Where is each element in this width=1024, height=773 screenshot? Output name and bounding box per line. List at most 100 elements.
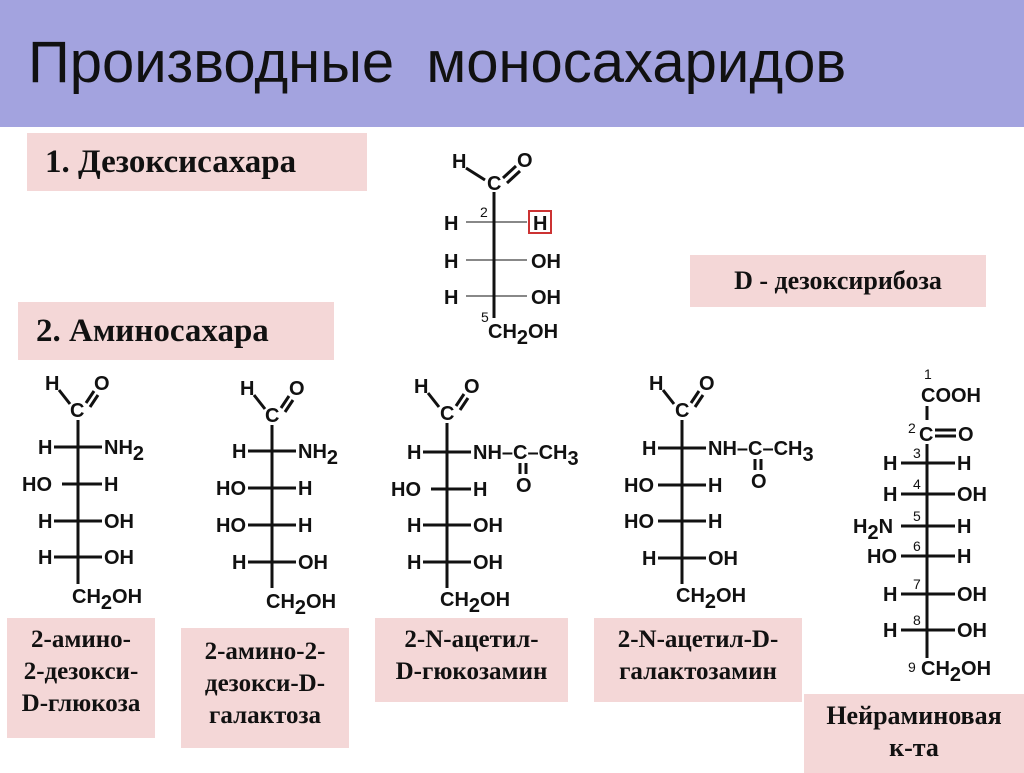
nacgal-ch2oh: CH2OH — [676, 585, 746, 613]
structure-n-acetyl-galactosamine: H C O H NH–C–CH3 O HO H HO H H OH CH2OH — [624, 373, 814, 613]
nacgal-c3-right: H — [708, 475, 722, 497]
nacglc-carbonyl-c: C — [440, 403, 454, 425]
glucosamine-c4-left: H — [38, 511, 52, 533]
section-label-deoxy-sugars: 1. Дезоксисахара — [27, 133, 367, 191]
nacglc-c2-acetamido: NH–C–CH3 — [473, 442, 579, 470]
deoxyribose-carbon-2-number: 2 — [480, 204, 488, 220]
neuraminic-c6-left: HO — [867, 546, 897, 568]
galactosamine-ch2oh: CH2OH — [266, 591, 336, 619]
structure-n-acetyl-glucosamine: H C O H NH–C–CH3 O HO H H OH H OH CH2OH — [391, 376, 579, 617]
nacgal-c2-acetamido: NH–C–CH3 — [708, 438, 814, 466]
neuraminic-c8-left: H — [883, 620, 897, 642]
galactosamine-c5-left: H — [232, 552, 246, 574]
neuraminic-keto-c: C — [919, 424, 933, 446]
page-title: Производные моносахаридов — [28, 30, 847, 95]
deoxyribose-aldehyde-o: O — [517, 150, 533, 172]
neuraminic-c8-right: OH — [957, 620, 987, 642]
deoxyribose-carbonyl-c: C — [487, 173, 501, 195]
caption-n-acetyl-glucosamine: 2-N-ацетил- D-гюкозамин — [375, 618, 568, 702]
title-banner — [0, 0, 1024, 127]
nacgal-acetyl-oxygen: O — [751, 471, 767, 493]
neuraminic-carbon-9-number: 9 — [908, 659, 916, 675]
nacgal-carbonyl-c: C — [675, 400, 689, 422]
deoxyribose-highlight-box — [528, 210, 552, 234]
nacgal-c5-left: H — [642, 548, 656, 570]
deoxyribose-c2-left: H — [444, 213, 458, 235]
neuraminic-carbon-1-number: 1 — [924, 366, 932, 382]
neuraminic-c5-right: H — [957, 516, 971, 538]
section-label-amino-sugars: 2. Аминосахара — [18, 302, 334, 360]
neuraminic-c4-left: H — [883, 484, 897, 506]
neuraminic-c7-left: H — [883, 584, 897, 606]
neuraminic-c6-right: H — [957, 546, 971, 568]
neuraminic-carbon-7-number: 7 — [913, 576, 921, 592]
structure-neuraminic-acid: 1 COOH 2 C O 3 4 5 6 7 8 H H H OH H2N H … — [853, 366, 991, 686]
galactosamine-c3-right: H — [298, 478, 312, 500]
neuraminic-carbon-5-number: 5 — [913, 508, 921, 524]
nacgal-c5-right: OH — [708, 548, 738, 570]
galactosamine-c4-left: HO — [216, 515, 246, 537]
galactosamine-carbonyl-c: C — [265, 405, 279, 427]
deoxyribose-aldehyde-h: H — [452, 151, 466, 173]
galactosamine-c2-left: H — [232, 441, 246, 463]
galactosamine-c2-amino: NH2 — [298, 441, 338, 469]
deoxyribose-carbon-5-number: 5 — [481, 309, 489, 325]
nacgal-c3-left: HO — [624, 475, 654, 497]
glucosamine-aldehyde-h: H — [45, 373, 59, 395]
neuraminic-carbon-8-number: 8 — [913, 612, 921, 628]
glucosamine-c2-amino: NH2 — [104, 437, 144, 465]
deoxyribose-c3-left: H — [444, 251, 458, 273]
glucosamine-c4-right: OH — [104, 511, 134, 533]
glucosamine-carbonyl-c: C — [70, 400, 84, 422]
caption-n-acetyl-galactosamine: 2-N-ацетил-D- галактозамин — [594, 618, 802, 702]
structure-deoxyribose: H C O 2 H H H OH H OH 5 CH2OH — [444, 150, 561, 349]
glucosamine-c2-left: H — [38, 437, 52, 459]
glucosamine-c3-left: HO — [22, 474, 52, 496]
nacglc-ch2oh: CH2OH — [440, 589, 510, 617]
neuraminic-c3-right: H — [957, 453, 971, 475]
nacgal-c4-left: HO — [624, 511, 654, 533]
nacglc-c5-left: H — [407, 552, 421, 574]
caption-galactosamine: 2-амино-2- дезокси-D- галактоза — [181, 628, 349, 748]
nacgal-aldehyde-o: O — [699, 373, 715, 395]
nacglc-c4-right: OH — [473, 515, 503, 537]
deoxyribose-c3-right: OH — [531, 251, 561, 273]
nacglc-c3-left: HO — [391, 479, 421, 501]
neuraminic-carbon-3-number: 3 — [913, 445, 921, 461]
neuraminic-carbon-2-number: 2 — [908, 420, 916, 436]
glucosamine-ch2oh: CH2OH — [72, 586, 142, 614]
nacgal-c4-right: H — [708, 511, 722, 533]
glucosamine-c5-left: H — [38, 547, 52, 569]
deoxyribose-c4-left: H — [444, 287, 458, 309]
galactosamine-c5-right: OH — [298, 552, 328, 574]
structure-galactosamine: H C O H NH2 HO H HO H H OH CH2OH — [216, 378, 338, 619]
neuraminic-ch2oh: CH2OH — [921, 658, 991, 686]
galactosamine-aldehyde-h: H — [240, 378, 254, 400]
neuraminic-c4-right: OH — [957, 484, 987, 506]
structure-glucosamine: H C O H NH2 HO H H OH H OH CH2OH — [22, 373, 144, 614]
nacglc-c4-left: H — [407, 515, 421, 537]
glucosamine-aldehyde-o: O — [94, 373, 110, 395]
nacglc-c2-left: H — [407, 442, 421, 464]
neuraminic-carbon-6-number: 6 — [913, 538, 921, 554]
neuraminic-keto-o: O — [958, 424, 974, 446]
deoxyribose-c4-right: OH — [531, 287, 561, 309]
neuraminic-carbon-4-number: 4 — [913, 476, 921, 492]
caption-glucosamine: 2-амино- 2-дезокси- D-глюкоза — [7, 618, 155, 738]
neuraminic-c3-left: H — [883, 453, 897, 475]
glucosamine-c3-right: H — [104, 474, 118, 496]
nacglc-acetyl-oxygen: O — [516, 475, 532, 497]
neuraminic-c7-right: OH — [957, 584, 987, 606]
caption-deoxyribose: D - дезоксирибоза — [690, 255, 986, 307]
galactosamine-aldehyde-o: O — [289, 378, 305, 400]
nacglc-aldehyde-h: H — [414, 376, 428, 398]
nacglc-c5-right: OH — [473, 552, 503, 574]
caption-neuraminic-acid: Нейраминовая к-та — [804, 694, 1024, 773]
glucosamine-c5-right: OH — [104, 547, 134, 569]
deoxyribose-c2-right: H — [533, 213, 547, 235]
neuraminic-c5-amino: H2N — [853, 516, 893, 544]
galactosamine-c4-right: H — [298, 515, 312, 537]
nacgal-aldehyde-h: H — [649, 373, 663, 395]
galactosamine-c3-left: HO — [216, 478, 246, 500]
